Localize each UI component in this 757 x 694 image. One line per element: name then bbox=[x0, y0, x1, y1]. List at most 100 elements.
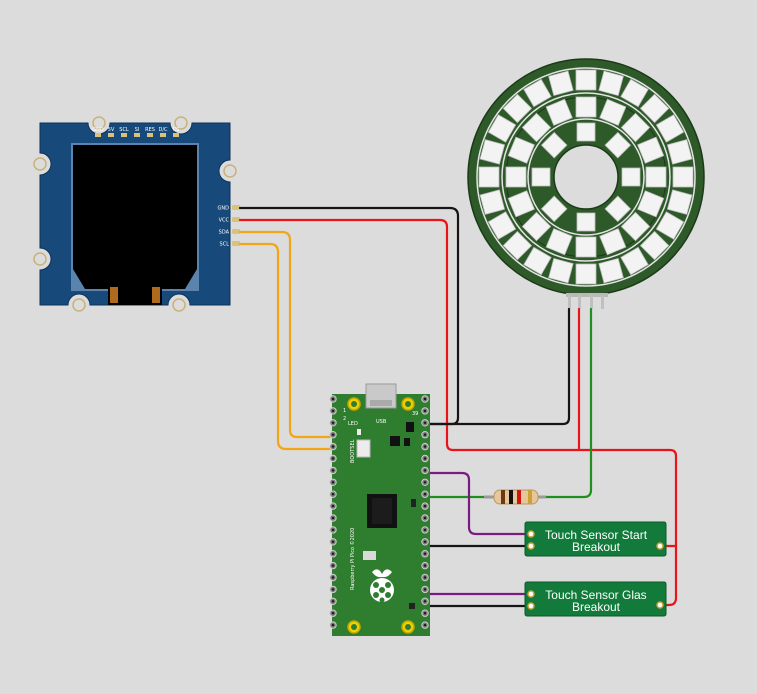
ring-led bbox=[639, 230, 670, 261]
ring-led bbox=[666, 189, 693, 215]
ring-led bbox=[548, 257, 574, 284]
ring-led bbox=[620, 246, 649, 276]
pin-label-cs: CS bbox=[173, 127, 180, 133]
pico-board-name: Raspberry Pi Pico ©2020 bbox=[349, 528, 356, 590]
ring-led bbox=[639, 93, 670, 124]
wire-ring-gnd bbox=[422, 307, 571, 426]
pico-pin-hole bbox=[423, 445, 427, 448]
ring-led bbox=[521, 112, 552, 143]
ring-led bbox=[620, 112, 651, 143]
side-pin-scl: SCL bbox=[220, 242, 230, 248]
ring-led bbox=[478, 166, 500, 188]
ring-led bbox=[599, 228, 627, 256]
ring-led bbox=[548, 70, 574, 97]
ring-led bbox=[575, 96, 597, 118]
pico-pin-hole bbox=[331, 612, 335, 615]
ring-led bbox=[523, 78, 552, 108]
ring-led bbox=[604, 131, 632, 159]
ring-led bbox=[505, 166, 527, 188]
wire-display-gnd bbox=[238, 206, 460, 426]
ring-led bbox=[545, 228, 573, 256]
pico-pin-hole bbox=[331, 481, 335, 484]
ring-led bbox=[531, 167, 551, 187]
ring-led bbox=[645, 166, 667, 188]
oled-display-module[interactable]: GND 5V SCL SI RES D/C CS GND VCC SDA SCL bbox=[33, 116, 240, 312]
pico-pin-hole bbox=[423, 397, 427, 401]
pico-pin-hole bbox=[331, 421, 335, 424]
ring-led bbox=[507, 136, 535, 164]
pico-pin-hole bbox=[423, 481, 427, 484]
ring-led bbox=[598, 70, 624, 97]
pico-pin-hole bbox=[423, 516, 427, 520]
ring-connector bbox=[566, 293, 608, 309]
pin-label-5v: 5V bbox=[108, 127, 115, 133]
pico-pin-hole bbox=[331, 504, 335, 508]
pico-pin-hole bbox=[331, 528, 335, 532]
pico-pin-hole bbox=[331, 433, 335, 436]
ring-led bbox=[620, 211, 651, 242]
wire-display-sda bbox=[238, 230, 337, 439]
ring-led bbox=[655, 114, 685, 143]
pico-bootsel-label: BOOTSEL bbox=[350, 439, 356, 463]
ring-led bbox=[545, 98, 573, 126]
resistor[interactable] bbox=[484, 489, 546, 505]
pico-pin-2: 2 bbox=[343, 416, 346, 422]
ring-led bbox=[487, 211, 517, 240]
ring-led bbox=[487, 114, 517, 143]
ring-led bbox=[620, 78, 649, 108]
ring-led bbox=[637, 136, 665, 164]
pin-label-res: RES bbox=[145, 127, 155, 133]
wires bbox=[238, 206, 678, 608]
ring-leds bbox=[478, 69, 694, 285]
pico-pin-hole bbox=[423, 600, 427, 603]
ring-led bbox=[575, 263, 597, 285]
glas-breakout-title: Touch Sensor Glas bbox=[545, 588, 646, 602]
usb-connector-icon bbox=[365, 383, 397, 409]
touch-sensor-start-breakout[interactable]: Touch Sensor Start Breakout bbox=[524, 521, 667, 557]
ring-led bbox=[575, 69, 597, 91]
side-pin-sda: SDA bbox=[219, 230, 230, 236]
ring-led bbox=[479, 139, 506, 165]
pico-pin-hole bbox=[331, 564, 335, 567]
pico-pin-hole bbox=[331, 397, 335, 401]
ring-led bbox=[637, 190, 665, 218]
ring-led bbox=[598, 257, 624, 284]
pico-pin-hole bbox=[423, 433, 427, 436]
pico-pin-hole bbox=[423, 612, 427, 615]
pico-pin-hole bbox=[423, 493, 427, 496]
pin-label-gnd: GND bbox=[92, 127, 104, 133]
pico-usb-label: USB bbox=[376, 419, 387, 425]
raspberry-pi-pico[interactable]: 1 2 39 LED USB BOOTSEL Raspberry Pi Pico… bbox=[329, 383, 430, 636]
pico-pin-hole bbox=[331, 516, 335, 520]
pico-pin-hole bbox=[331, 552, 335, 555]
pico-pin-hole bbox=[331, 469, 335, 472]
ring-led bbox=[540, 195, 568, 223]
ring-led bbox=[479, 189, 506, 215]
ring-led bbox=[502, 93, 533, 124]
pico-pin-hole bbox=[423, 409, 427, 413]
ring-led bbox=[599, 98, 627, 126]
pico-pin-hole bbox=[423, 623, 427, 627]
ring-led bbox=[621, 167, 641, 187]
pin-label-scl: SCL bbox=[119, 127, 129, 133]
pico-pin-hole bbox=[423, 540, 427, 543]
touch-sensor-glas-breakout[interactable]: Touch Sensor Glas Breakout bbox=[524, 581, 667, 617]
wire-display-vcc bbox=[238, 218, 678, 607]
ring-led bbox=[655, 211, 685, 240]
ring-led bbox=[604, 195, 632, 223]
led-ring[interactable] bbox=[467, 58, 705, 309]
pico-pin-hole bbox=[423, 421, 427, 424]
pico-pin-hole bbox=[331, 623, 335, 627]
pico-pin-hole bbox=[331, 540, 335, 543]
pico-pin-hole bbox=[331, 445, 335, 448]
ring-led bbox=[502, 230, 533, 261]
pico-pin-hole bbox=[331, 588, 335, 591]
display-screen bbox=[73, 145, 197, 269]
glas-breakout-subtitle: Breakout bbox=[572, 600, 621, 614]
ring-led bbox=[540, 131, 568, 159]
side-pin-gnd: GND bbox=[218, 206, 230, 212]
wire-display-scl bbox=[238, 242, 337, 451]
pico-pin-hole bbox=[423, 564, 427, 567]
ring-led bbox=[507, 190, 535, 218]
